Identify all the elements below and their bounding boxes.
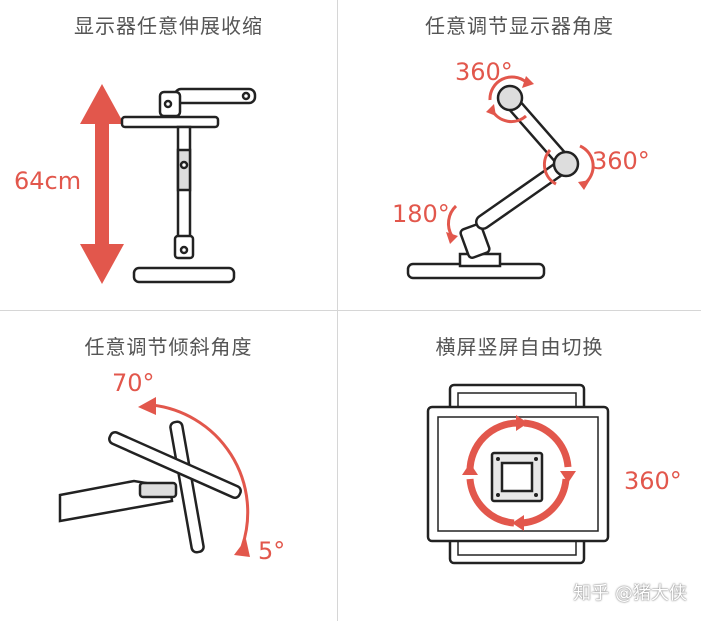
height-arrow-icon (80, 84, 124, 284)
horizontal-divider (0, 310, 701, 311)
panel-pivot: 横屏竖屏自由切换 360° (338, 311, 701, 621)
panel-tilt: 任意调节倾斜角度 70° 5° (0, 311, 337, 621)
top-joint-label: 360° (455, 58, 513, 86)
watermark: 知乎 @猪大侠 (573, 583, 687, 604)
panel-extend: 显示器任意伸展收缩 64cm (0, 0, 337, 310)
pivot-rotation-icon (466, 419, 572, 527)
mid-joint-label: 360° (592, 147, 650, 175)
tilt-down-label: 5° (258, 537, 286, 565)
pivot-monitor-illustration (426, 383, 610, 565)
base-joint-label: 180° (392, 200, 450, 228)
pivot-angle-label: 360° (624, 467, 682, 495)
tilt-arm-illustration (58, 397, 250, 557)
tilt-arrow-icon (151, 403, 250, 548)
tilt-up-label: 70° (112, 369, 155, 397)
panel-tilt-title: 任意调节倾斜角度 (84, 335, 253, 359)
panel-pivot-title: 横屏竖屏自由切换 (435, 335, 604, 359)
panel-extend-title: 显示器任意伸展收缩 (74, 14, 263, 38)
extend-arm-illustration (80, 84, 257, 284)
height-label: 64cm (14, 167, 82, 195)
rotate-arm-illustration (406, 75, 595, 280)
panel-rotate: 任意调节显示器角度 (338, 0, 701, 310)
panel-rotate-title: 任意调节显示器角度 (425, 14, 614, 38)
